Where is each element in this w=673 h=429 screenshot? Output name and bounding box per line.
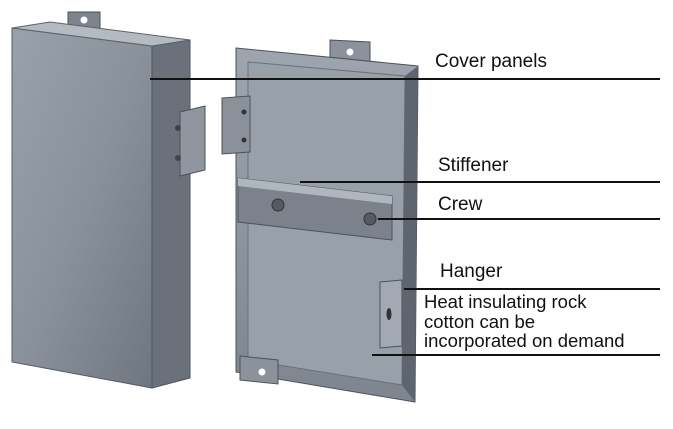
panel-side-edge xyxy=(151,39,191,389)
tray-side-hanger xyxy=(221,95,251,155)
rivet-icon xyxy=(241,137,247,143)
label-crew: Crew xyxy=(438,194,483,215)
bottom-lug xyxy=(239,355,279,385)
label-stiffener: Stiffener xyxy=(438,155,509,176)
label-insulation-line: cotton can be xyxy=(424,310,536,332)
tray-rim xyxy=(402,66,418,402)
cover-panel xyxy=(11,11,206,389)
panel-top-edge xyxy=(11,21,191,47)
label-cover-panels: Cover panels xyxy=(435,51,547,72)
rivet-icon xyxy=(175,125,181,131)
label-insulation: Heat insulating rock cotton can be incor… xyxy=(424,292,625,351)
lug-hole-icon xyxy=(80,16,88,24)
lug-hole-icon xyxy=(258,368,266,376)
panel-front-face xyxy=(11,27,153,389)
rivet-icon xyxy=(175,155,181,161)
tray-panel xyxy=(221,39,419,403)
hanger-slot-icon xyxy=(386,308,392,320)
leader-lines xyxy=(150,78,660,356)
label-insulation-line: incorporated on demand xyxy=(424,330,625,351)
screw-icon xyxy=(271,198,285,212)
label-insulation-line: Heat insulating rock xyxy=(424,291,587,312)
lug-hole-icon xyxy=(346,48,354,56)
side-hanger xyxy=(179,105,206,177)
stiffener-top xyxy=(238,178,392,204)
rivet-icon xyxy=(241,109,247,115)
screw-icon xyxy=(363,212,377,226)
label-hanger: Hanger xyxy=(440,261,503,282)
